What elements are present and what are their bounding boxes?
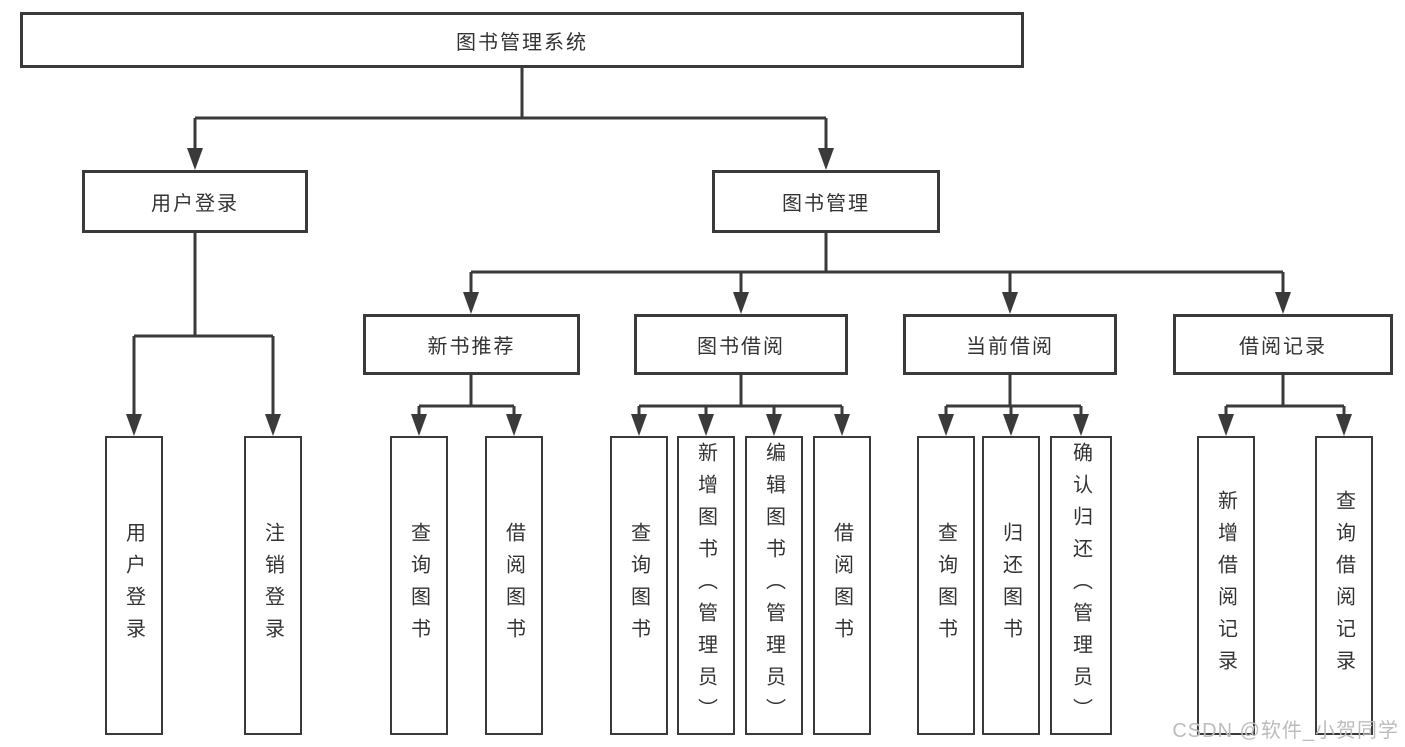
leaf-add-books-admin: 新增图书（管理员） [677,436,735,735]
leaf-query-borrow-record: 查询借阅记录 [1315,436,1373,735]
node-user-login: 用户登录 [82,170,308,233]
csdn-watermark: CSDN @软件_小贺同学 [1172,720,1399,742]
node-book-management: 图书管理 [712,170,940,233]
leaf-edit-books-admin: 编辑图书（管理员） [745,436,803,735]
leaf-query-books-current: 查询图书 [917,436,975,735]
leaf-confirm-return-admin: 确认归还（管理员） [1050,436,1112,735]
leaf-borrow-books: 借阅图书 [813,436,871,735]
node-library-system: 图书管理系统 [20,12,1024,68]
leaf-logout: 注销登录 [244,436,302,735]
node-current-borrowing: 当前借阅 [903,314,1117,375]
leaf-query-books-recommend: 查询图书 [390,436,448,735]
node-book-borrowing: 图书借阅 [634,314,848,375]
leaf-query-books-borrowing: 查询图书 [610,436,668,735]
leaf-borrow-books-recommend: 借阅图书 [485,436,543,735]
arrowheads [126,148,1352,436]
node-borrowing-records: 借阅记录 [1173,314,1393,375]
node-new-book-recommend: 新书推荐 [363,314,580,375]
leaf-user-login: 用户登录 [105,436,163,735]
leaf-return-books: 归还图书 [982,436,1040,735]
leaf-add-borrow-record: 新增借阅记录 [1197,436,1255,735]
